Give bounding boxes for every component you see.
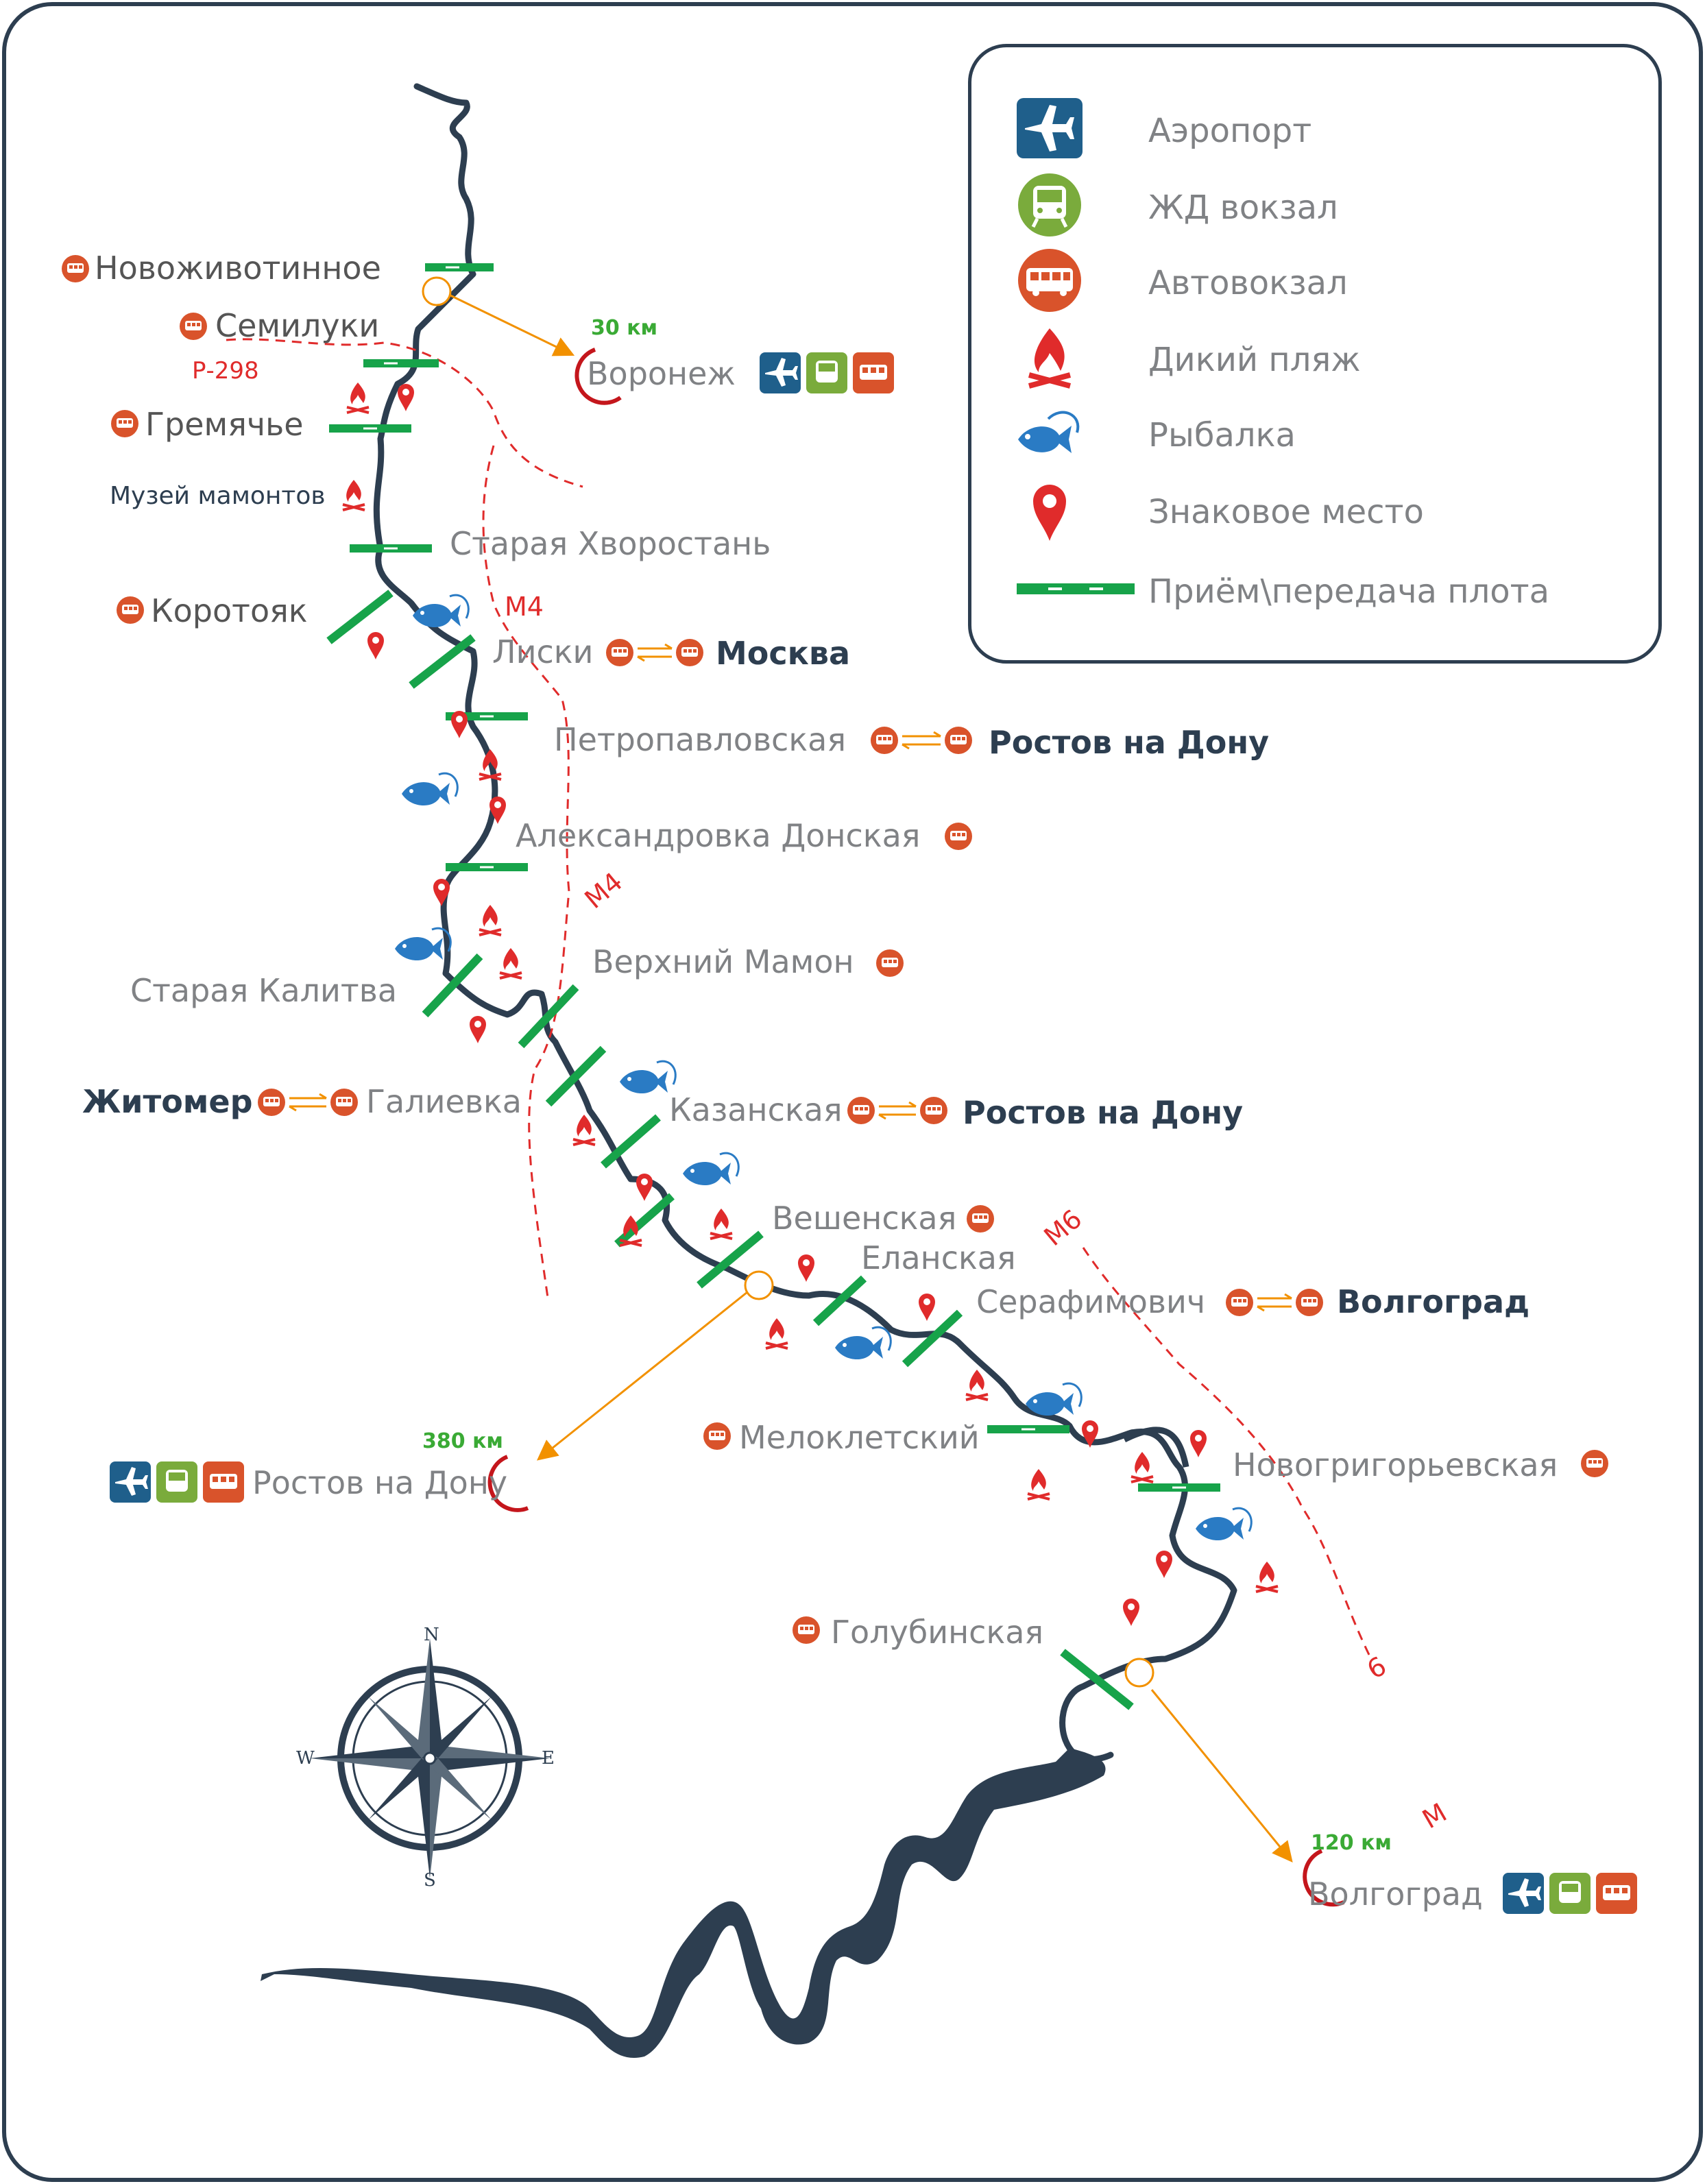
- city-rings: [487, 348, 1345, 1907]
- city-volgograd: Волгоград: [1308, 1876, 1483, 1913]
- don-river: [373, 83, 1237, 1763]
- raft-dash-marks: [363, 266, 1186, 1489]
- legend-label-airport: Аэропорт: [1148, 112, 1312, 150]
- label-kazanskaya: Казанская: [669, 1091, 843, 1128]
- label-moskva: Москва: [716, 635, 851, 672]
- city-rostov: Ростов на Дону: [252, 1464, 508, 1501]
- legend-row-landmark: Знаковое место: [971, 475, 1658, 544]
- legend-label-fishing: Рыбалка: [1148, 416, 1296, 454]
- label-elanskaya: Еланская: [861, 1239, 1016, 1276]
- label-zhitomer: Житомер: [82, 1083, 253, 1120]
- label-novozhivotinnoe: Новоживотинное: [95, 250, 381, 287]
- fish-icon: [1018, 411, 1080, 453]
- road-r298: Р-298: [192, 357, 259, 385]
- label-liski: Лиски: [492, 633, 594, 670]
- airplane-icon: [1017, 98, 1083, 158]
- label-aleksandrovka: Александровка Донская: [516, 817, 921, 854]
- campfire-icon: [1028, 328, 1072, 389]
- label-rostov-1: Ростов на Дону: [989, 724, 1270, 761]
- arrow-origins: [422, 276, 1154, 1688]
- compass-rose: [310, 1638, 550, 1878]
- voronezh-transport-badges: [760, 352, 897, 396]
- label-staraya-kalitva: Старая Калитва: [130, 972, 398, 1009]
- map-legend: Аэропорт ЖД вокзал Автовокзал Дикий пляж: [968, 44, 1662, 664]
- compass-n: N: [424, 1625, 439, 1645]
- roads: [226, 338, 1373, 1660]
- bus-icon: [1018, 249, 1081, 312]
- transfer-arrows: [289, 643, 1292, 1312]
- label-staraya-khvorostan: Старая Хворостань: [450, 525, 771, 562]
- label-semiluki: Семилуки: [215, 307, 380, 344]
- label-museum: Музей мамонтов: [110, 482, 326, 510]
- legend-label-raft: Приём\передача плота: [1148, 572, 1550, 611]
- compass-e: E: [542, 1748, 555, 1769]
- distance-voronezh: 30 км: [591, 316, 658, 340]
- label-golubinskaya: Голубинская: [831, 1614, 1044, 1651]
- label-korotoyak: Коротояк: [151, 592, 308, 629]
- label-galievka: Галиевка: [366, 1083, 522, 1120]
- legend-label-beach: Дикий пляж: [1148, 341, 1361, 379]
- label-volgograd-1: Волгоград: [1337, 1283, 1530, 1320]
- road-m4-a: М4: [505, 592, 544, 622]
- legend-label-bus: Автовокзал: [1148, 264, 1348, 302]
- city-voronezh: Воронеж: [587, 355, 736, 392]
- legend-row-beach: Дикий пляж: [971, 323, 1658, 391]
- volgograd-transport-badges: [1503, 1873, 1640, 1916]
- label-serafimovich: Серафимович: [976, 1283, 1206, 1320]
- compass-s: S: [424, 1870, 436, 1891]
- label-veshenskaya: Вешенская: [772, 1200, 957, 1237]
- legend-row-train: ЖД вокзал: [971, 171, 1658, 239]
- distance-rostov: 380 км: [422, 1429, 503, 1453]
- tsimlyansk-reservoir: [261, 1748, 1106, 2058]
- legend-row-airport: Аэропорт: [971, 94, 1658, 162]
- compass-w: W: [296, 1748, 315, 1769]
- rostov-transport-badges: [110, 1461, 247, 1505]
- distance-volgograd: 120 км: [1311, 1831, 1392, 1855]
- legend-row-bus: Автовокзал: [971, 246, 1658, 315]
- train-icon: [1018, 173, 1081, 236]
- map-pin-icon: [1033, 485, 1066, 541]
- label-melokletskiy: Мелоклетский: [739, 1419, 980, 1456]
- legend-label-train: ЖД вокзал: [1148, 189, 1338, 227]
- legend-label-landmark: Знаковое место: [1148, 493, 1424, 531]
- legend-row-fishing: Рыбалка: [971, 398, 1658, 467]
- legend-row-raft: Приём\передача плота: [971, 555, 1658, 623]
- label-gremyachye: Гремячье: [145, 406, 304, 443]
- label-petropavlovskaya: Петропавловская: [554, 721, 846, 758]
- label-rostov-2: Ростов на Дону: [963, 1094, 1244, 1131]
- raft-transfer-icon: [1017, 583, 1135, 594]
- don-river-inset: [1122, 1427, 1189, 1468]
- city-arrows: [448, 293, 1293, 1863]
- label-verkhniy-mamon: Верхний Мамон: [592, 943, 854, 980]
- label-novogrigoryevskaya: Новогригорьевская: [1233, 1446, 1558, 1483]
